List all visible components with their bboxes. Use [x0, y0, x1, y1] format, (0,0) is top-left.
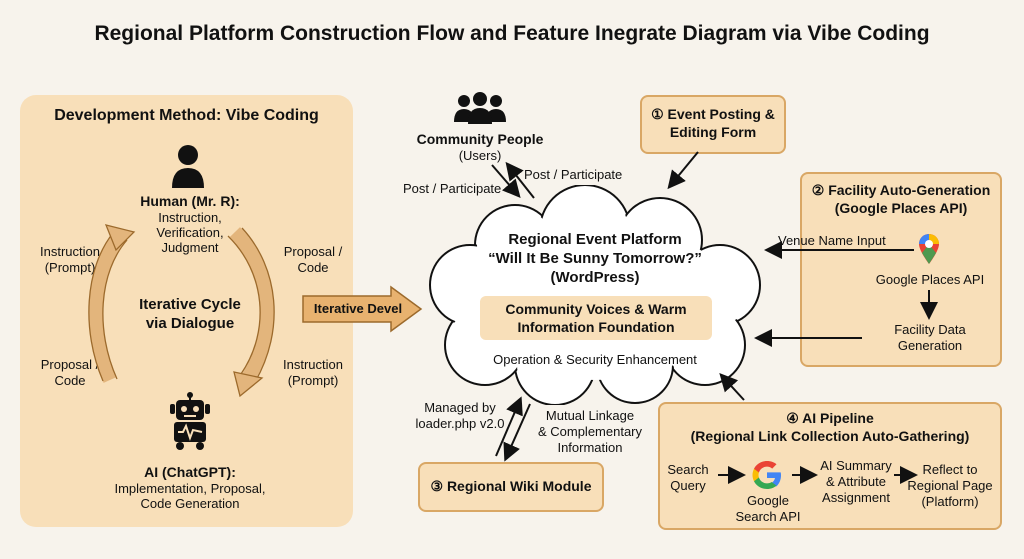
vibe-coding-heading: Development Method: Vibe Coding	[54, 107, 319, 124]
community-title: Community People	[416, 131, 544, 147]
iterative-development-arrow	[301, 285, 423, 333]
facility-panel	[800, 172, 1002, 367]
regional-wiki-label: ③ Regional Wiki Module	[430, 478, 592, 494]
label-proposal-left-2: Code	[54, 373, 86, 388]
cloud-title-line2: “Will It Be Sunny Tomorrow?”	[488, 250, 702, 267]
search-query-line1: Search	[667, 462, 709, 477]
facility-line2: (Google Places API)	[834, 200, 968, 216]
page-title: Regional Platform Construction Flow and …	[94, 22, 930, 45]
search-query-line2: Query	[670, 478, 706, 493]
arrow-event-to-platform	[667, 151, 699, 190]
human-icon	[170, 144, 206, 188]
ai-summary-line3: Assignment	[822, 490, 890, 505]
arrow-ai-pipeline-to-platform	[719, 373, 745, 401]
label-proposal-right-2: Code	[297, 260, 329, 275]
human-line1: Instruction,	[158, 210, 222, 225]
label-proposal-right-1: Proposal /	[283, 244, 343, 259]
facility-data-line1: Facility Data	[894, 322, 966, 337]
iterative-development-label: Iterative Devel	[313, 301, 403, 316]
managed-by-line2: loader.php v2.0	[415, 416, 505, 431]
event-posting-line2: Editing Form	[669, 124, 757, 140]
ai-summary-line1: AI Summary	[820, 458, 892, 473]
event-posting-box	[640, 95, 786, 154]
community-voices-box	[480, 296, 712, 340]
label-instruction-right-1: Instruction	[283, 357, 343, 372]
label-proposal-left-1: Proposal /	[40, 357, 100, 372]
cloud-title-line1: Regional Event Platform	[508, 231, 682, 248]
arrow-platform-to-community	[505, 161, 535, 199]
ai-pipeline-panel	[658, 402, 1002, 530]
ai-pipeline-line1: ④ AI Pipeline	[786, 410, 874, 426]
venue-name-input-label: Venue Name Input	[778, 233, 886, 248]
label-instruction-right-2: (Prompt)	[287, 373, 339, 388]
platform-cloud	[425, 184, 765, 406]
managed-by-line1: Managed by	[424, 400, 496, 415]
reflect-line2: Regional Page	[907, 478, 993, 493]
cloud-title-line3: (WordPress)	[550, 269, 640, 286]
ai-line2: Code Generation	[140, 496, 240, 511]
google-search-api-line2: Search API	[735, 509, 801, 524]
google-g-icon	[750, 458, 784, 492]
ai-summary-line2: & Attribute	[826, 474, 886, 489]
vibe-coding-panel	[20, 95, 353, 527]
arrow-community-to-platform	[491, 164, 521, 199]
label-instruction-left-1: Instruction	[40, 244, 100, 259]
post-participate-right: Post / Participate	[524, 167, 623, 182]
cycle-arrowhead-bottom	[233, 371, 264, 398]
community-sub: (Users)	[458, 148, 502, 163]
event-posting-line1: ① Event Posting &	[651, 106, 775, 122]
cycle-line2: via Dialogue	[145, 315, 235, 332]
community-users-icon	[452, 92, 508, 124]
ai-line1: Implementation, Proposal,	[114, 481, 266, 496]
ai-title: AI (ChatGPT):	[144, 464, 236, 480]
mutual-linkage-line2: & Complementary	[537, 424, 643, 439]
robot-icon	[168, 392, 212, 450]
google-search-api-line1: Google	[747, 493, 789, 508]
human-line2: Verification,	[156, 225, 224, 240]
cycle-arrowhead-top	[104, 224, 136, 252]
mutual-linkage-line3: Information	[557, 440, 623, 455]
human-line3: Judgment	[161, 240, 219, 255]
arrow-wiki-to-platform	[495, 396, 523, 457]
reflect-line1: Reflect to	[922, 462, 978, 477]
reflect-line3: (Platform)	[921, 494, 979, 509]
cloud-footer: Operation & Security Enhancement	[493, 352, 697, 367]
human-title: Human (Mr. R):	[140, 193, 240, 209]
post-participate-left: Post / Participate	[403, 181, 502, 196]
regional-wiki-box	[418, 462, 604, 512]
facility-line1: ② Facility Auto-Generation	[811, 182, 991, 198]
community-voices-line1: Community Voices & Warm	[505, 301, 687, 317]
ai-pipeline-line2: (Regional Link Collection Auto-Gathering…	[690, 428, 970, 444]
map-pin-icon	[917, 233, 941, 265]
label-instruction-left-2: (Prompt)	[44, 260, 96, 275]
facility-data-line2: Generation	[897, 338, 963, 353]
google-places-api-label: Google Places API	[875, 272, 985, 287]
arrow-platform-to-wiki	[503, 403, 531, 462]
cycle-line1: Iterative Cycle	[139, 296, 241, 313]
mutual-linkage-line1: Mutual Linkage	[545, 408, 635, 423]
community-voices-line2: Information Foundation	[517, 319, 675, 335]
